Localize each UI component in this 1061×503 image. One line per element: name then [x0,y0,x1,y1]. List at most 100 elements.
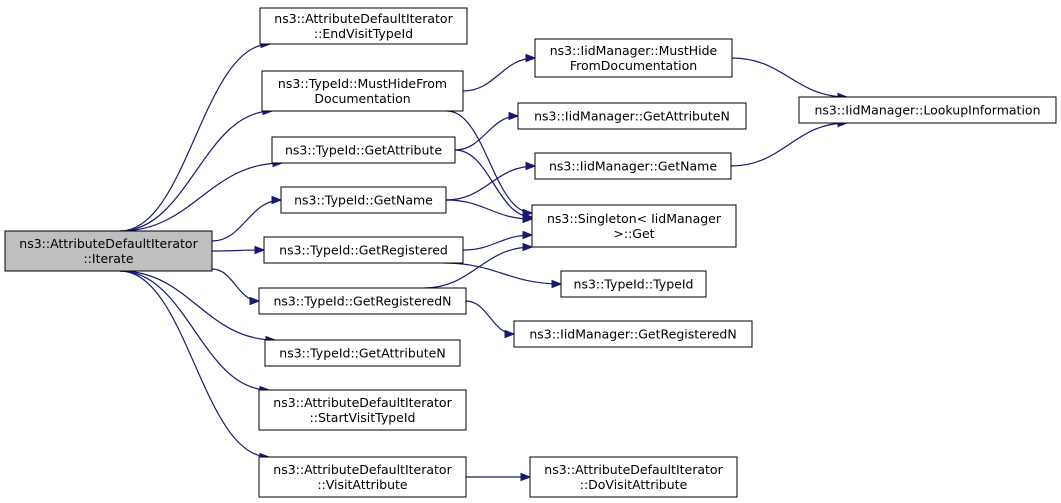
node-getAttr[interactable]: ns3::TypeId::GetAttribute [271,136,456,164]
node-startVisit[interactable]: ns3::AttributeDefaultIterator::StartVisi… [258,389,467,431]
node-iidMustHide[interactable]: ns3::IidManager::MustHideFromDocumentati… [534,38,733,78]
arrowhead-icon [551,279,563,289]
node-label: ::DoVisitAttribute [580,477,688,492]
node-label: ns3::IidManager::GetName [549,159,717,174]
node-iidGetName[interactable]: ns3::IidManager::GetName [534,152,732,180]
node-box [280,186,447,214]
edge-line [445,165,536,201]
node-label: ns3::TypeId::GetAttributeN [279,346,445,361]
node-box [560,270,707,298]
node-label: ns3::TypeId::GetRegisteredN [273,294,451,309]
node-visitAttr[interactable]: ns3::AttributeDefaultIterator::VisitAttr… [258,456,467,498]
node-box [263,236,464,264]
edge-line [445,199,533,220]
node-label: ns3::AttributeDefaultIterator [274,11,453,26]
node-box [264,339,461,367]
node-singleton[interactable]: ns3::Singleton< IidManager>::Get [531,204,737,248]
node-box [261,70,464,112]
edge-line [454,115,519,151]
node-label: ns3::AttributeDefaultIterator [273,395,452,410]
arrowhead-icon [525,161,537,171]
edge-line [119,110,273,232]
node-doVisit[interactable]: ns3::AttributeDefaultIterator::DoVisitAt… [529,456,738,498]
node-getAttrN[interactable]: ns3::TypeId::GetAttributeN [264,339,461,367]
node-box [258,287,467,315]
node-label: ns3::IidManager::GetRegisteredN [529,327,736,342]
arrowhead-icon [508,111,520,121]
node-box [258,456,467,498]
edge-root-to-getRegN [211,268,261,306]
node-box [534,38,733,78]
edge-root-to-getReg [211,245,266,255]
node-label: Documentation [314,91,410,106]
edge-line [423,246,533,289]
edge-getReg-to-singleton [462,230,534,251]
node-box [534,152,732,180]
node-root[interactable]: ns3::AttributeDefaultIterator::Iterate [4,230,213,272]
node-label: ns3::AttributeDefaultIterator [19,236,198,251]
node-label: ns3::AttributeDefaultIterator [544,462,723,477]
edge-line [119,270,276,341]
node-lookup[interactable]: ns3::IidManager::LookupInformation [798,96,1057,124]
node-box [798,96,1057,124]
node-label: ns3::TypeId::GetAttribute [285,143,442,158]
node-box [529,456,738,498]
edge-getReg-to-typeIdCtor [443,262,563,289]
edge-line [119,270,270,391]
node-box [513,320,753,348]
node-getRegN[interactable]: ns3::TypeId::GetRegisteredN [258,287,467,315]
arrowhead-icon [522,214,534,224]
node-label: ::StartVisitTypeId [310,410,416,425]
edge-line [119,162,283,232]
edge-getRegN-to-iidGetRegN [465,300,516,339]
node-getName[interactable]: ns3::TypeId::GetName [280,186,447,214]
arrowhead-icon [254,245,266,255]
node-box [531,204,737,248]
arrowhead-icon [504,329,516,339]
node-typeIdCtor[interactable]: ns3::TypeId::TypeId [560,270,707,298]
edge-line [211,199,282,242]
edge-root-to-visitAttr [119,270,271,462]
arrowhead-icon [271,195,283,205]
arrowhead-icon [525,53,537,63]
node-label: ns3::TypeId::GetRegistered [279,243,448,258]
node-label: FromDocumentation [570,58,697,73]
nodes-layer: ns3::AttributeDefaultIterator::Iteratens… [4,7,1057,498]
node-box [271,136,456,164]
edge-iidGetName-to-lookup [730,118,849,167]
node-endVisit[interactable]: ns3::AttributeDefaultIterator::EndVisitT… [259,7,468,45]
node-box [259,7,468,45]
node-box [258,389,467,431]
edge-getRegN-to-singleton [423,242,534,289]
node-label: ::VisitAttribute [317,477,408,492]
edge-visitAttr-to-doVisit [466,472,532,482]
edge-line [731,57,848,98]
edge-line [462,57,536,92]
edge-root-to-getName [211,195,283,242]
edge-mustHide-to-iidMustHide [462,53,537,92]
arrowhead-icon [520,472,532,482]
node-box [4,230,213,272]
edge-root-to-getAttr [119,158,284,232]
edge-getName-to-singleton [445,199,534,224]
node-box [517,102,747,130]
edge-line [119,270,270,458]
node-getReg[interactable]: ns3::TypeId::GetRegistered [263,236,464,264]
edge-line [443,262,562,285]
node-label: ns3::IidManager::MustHide [550,43,718,58]
node-label: ns3::TypeId::MustHideFrom [278,76,447,91]
edge-line [446,110,533,214]
node-iidGetAttrN[interactable]: ns3::IidManager::GetAttributeN [517,102,747,130]
node-iidGetRegN[interactable]: ns3::IidManager::GetRegisteredN [513,320,753,348]
edge-getName-to-iidGetName [445,161,537,201]
node-label: ns3::AttributeDefaultIterator [273,462,452,477]
node-label: ::Iterate [83,251,133,266]
node-label: ns3::Singleton< IidManager [547,211,722,226]
edge-line [211,268,260,302]
node-label: ns3::TypeId::TypeId [574,277,694,292]
arrowhead-icon [249,296,261,306]
edge-root-to-getAttrN [119,270,277,345]
node-label: >::Get [613,226,654,241]
